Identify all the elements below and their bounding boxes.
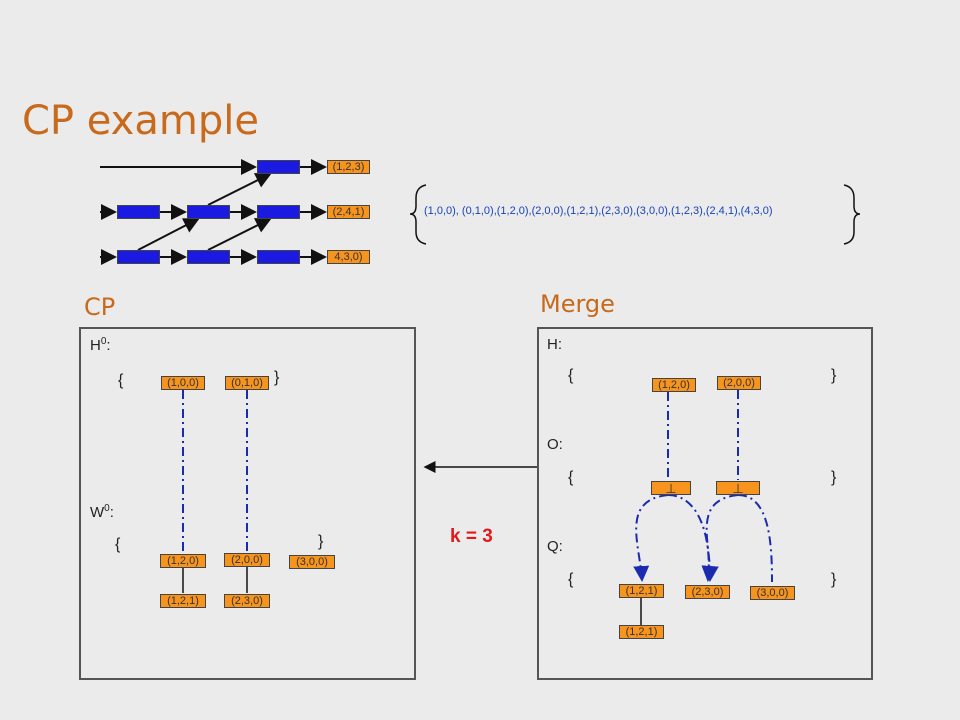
merge-q-box-1: (1,2,1): [619, 584, 664, 598]
merge-q-sub-1: (1,2,1): [619, 625, 664, 639]
node-0-1-0: (0,1,0): [117, 250, 160, 264]
node-2-4-1: (2,4,1): [327, 205, 370, 219]
node-3-0-0: (3,0,0): [257, 250, 300, 264]
merge-h-box-2: (2,0,0): [717, 376, 761, 390]
h0-open-brace: {: [118, 372, 124, 389]
merge-o-label: O:: [547, 436, 563, 453]
merge-o-bottom-2: ⊥: [716, 481, 760, 495]
cp-w-box-1: (1,2,0): [160, 554, 206, 568]
merge-q-box-3: (3,0,0): [750, 586, 795, 600]
cp-panel: [79, 327, 416, 680]
node-4-3-0: 4,3,0): [327, 250, 370, 264]
merge-h-label: H:: [547, 336, 562, 353]
merge-heading: Merge: [540, 290, 615, 318]
w0-open-brace: {: [115, 536, 121, 553]
cp-heading: CP: [84, 293, 116, 321]
result-set: (1,0,0), (0,1,0),(1,2,0),(2,0,0),(1,2,1)…: [424, 205, 773, 217]
node-1-2-3: (1,2,3): [327, 160, 370, 174]
h0-label: H0:: [90, 336, 111, 354]
cp-h-box-2: (0,1,0): [225, 376, 269, 390]
node-1-2-0: (1,2,0): [187, 205, 230, 219]
merge-q-open-brace: {: [568, 571, 574, 588]
merge-q-close-brace: }: [831, 571, 837, 588]
node-1-0-0: (1,0,0): [117, 205, 160, 219]
merge-o-open-brace: {: [568, 469, 574, 486]
node-2-3-0: (2,3,0): [257, 205, 300, 219]
h0-close-brace: }: [274, 369, 280, 386]
node-1-2-1: (1,2,1): [257, 160, 300, 174]
merge-o-bottom-1: ⊥: [651, 481, 691, 495]
k-value: k = 3: [450, 526, 493, 547]
cp-w-sub-2: (2,3,0): [224, 594, 270, 608]
merge-o-close-brace: }: [831, 469, 837, 486]
merge-h-open-brace: {: [568, 367, 574, 384]
merge-q-label: Q:: [547, 538, 563, 555]
cp-w-sub-1: (1,2,1): [160, 594, 206, 608]
cp-w-box-2: (2,0,0): [224, 553, 270, 567]
merge-panel: [537, 327, 873, 680]
merge-h-box-1: (1,2,0): [652, 378, 696, 392]
cp-w-box-3: (3,0,0): [289, 555, 335, 569]
w0-close-brace: }: [318, 533, 324, 550]
node-2-0-0: (2,0,0): [187, 250, 230, 264]
w0-label: W0:: [90, 503, 114, 521]
merge-q-box-2: (2,3,0): [685, 585, 730, 599]
slide-title: CP example: [22, 98, 259, 144]
cp-h-box-1: (1,0,0): [161, 376, 205, 390]
merge-h-close-brace: }: [831, 367, 837, 384]
